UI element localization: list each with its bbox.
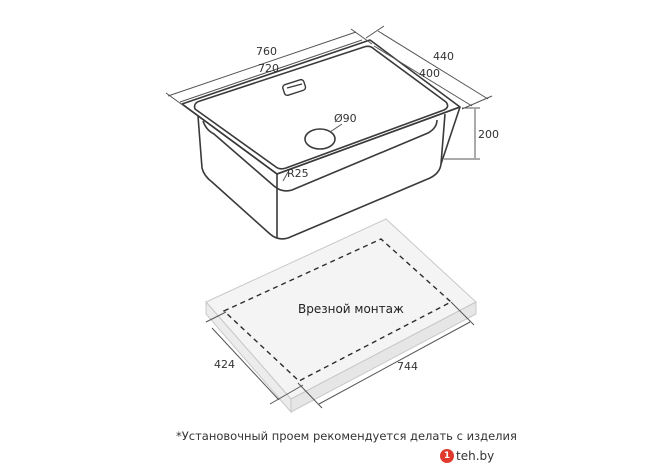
cutout-dashed-outline (222, 238, 453, 382)
overflow-slot-line (286, 83, 303, 89)
sink-body-left-side (181, 103, 278, 238)
dim-760-line (167, 31, 357, 97)
dim-720-line (179, 39, 363, 103)
sink-body-right-side (440, 106, 461, 165)
depth-dimension (444, 107, 480, 160)
dim-ext-right (350, 28, 373, 45)
sink-inner-rim (193, 45, 449, 170)
width-dimensions (365, 25, 493, 110)
sink-bowl-bottom (202, 119, 438, 192)
sink-outer-rim (181, 39, 461, 175)
dim-ext-front (461, 95, 493, 110)
dim-424-ext-bottom (269, 384, 304, 405)
dim-ext-back (365, 25, 385, 39)
inner-width-label: 400 (419, 67, 440, 80)
number-one-circle-icon: 1 (440, 449, 454, 463)
overflow-slot (282, 78, 307, 97)
length-dimensions (165, 28, 373, 107)
dim-400-line (373, 45, 473, 107)
dim-ext-left (165, 92, 185, 107)
cutout-length-label: 744 (397, 360, 418, 373)
dim-440-line (377, 30, 489, 100)
installation-footnote: *Установочный проем рекомендуется делать… (176, 429, 517, 443)
cutout-dimensions (205, 301, 475, 409)
dim-744-ext-left (297, 382, 323, 409)
radius-leader (282, 171, 289, 182)
sink-body (181, 39, 461, 240)
overall-width-label: 440 (433, 50, 454, 63)
cutout-width-label: 424 (214, 358, 235, 371)
sink-body-front (276, 106, 461, 175)
overall-length-label: 760 (256, 45, 277, 58)
cutout-label: Врезной монтаж (298, 302, 404, 316)
dim-744-line (318, 321, 471, 405)
slab-left-face (205, 300, 292, 414)
watermark: 1 teh.by (440, 449, 494, 463)
overflow-slot-outline (282, 78, 307, 97)
dim-424-line (211, 327, 280, 401)
drain-circle (304, 128, 336, 150)
corner-radius-label: R25 (287, 167, 309, 180)
drain (304, 128, 336, 150)
depth-label: 200 (478, 128, 499, 141)
dim-424-ext-top (205, 311, 227, 323)
sink-body-outline (197, 113, 446, 240)
inner-length-label: 720 (258, 62, 279, 75)
drain-leader (329, 123, 343, 133)
dim-744-ext-right (450, 301, 475, 326)
drain-diameter-label: Ø90 (334, 112, 357, 125)
watermark-text: teh.by (456, 449, 495, 463)
